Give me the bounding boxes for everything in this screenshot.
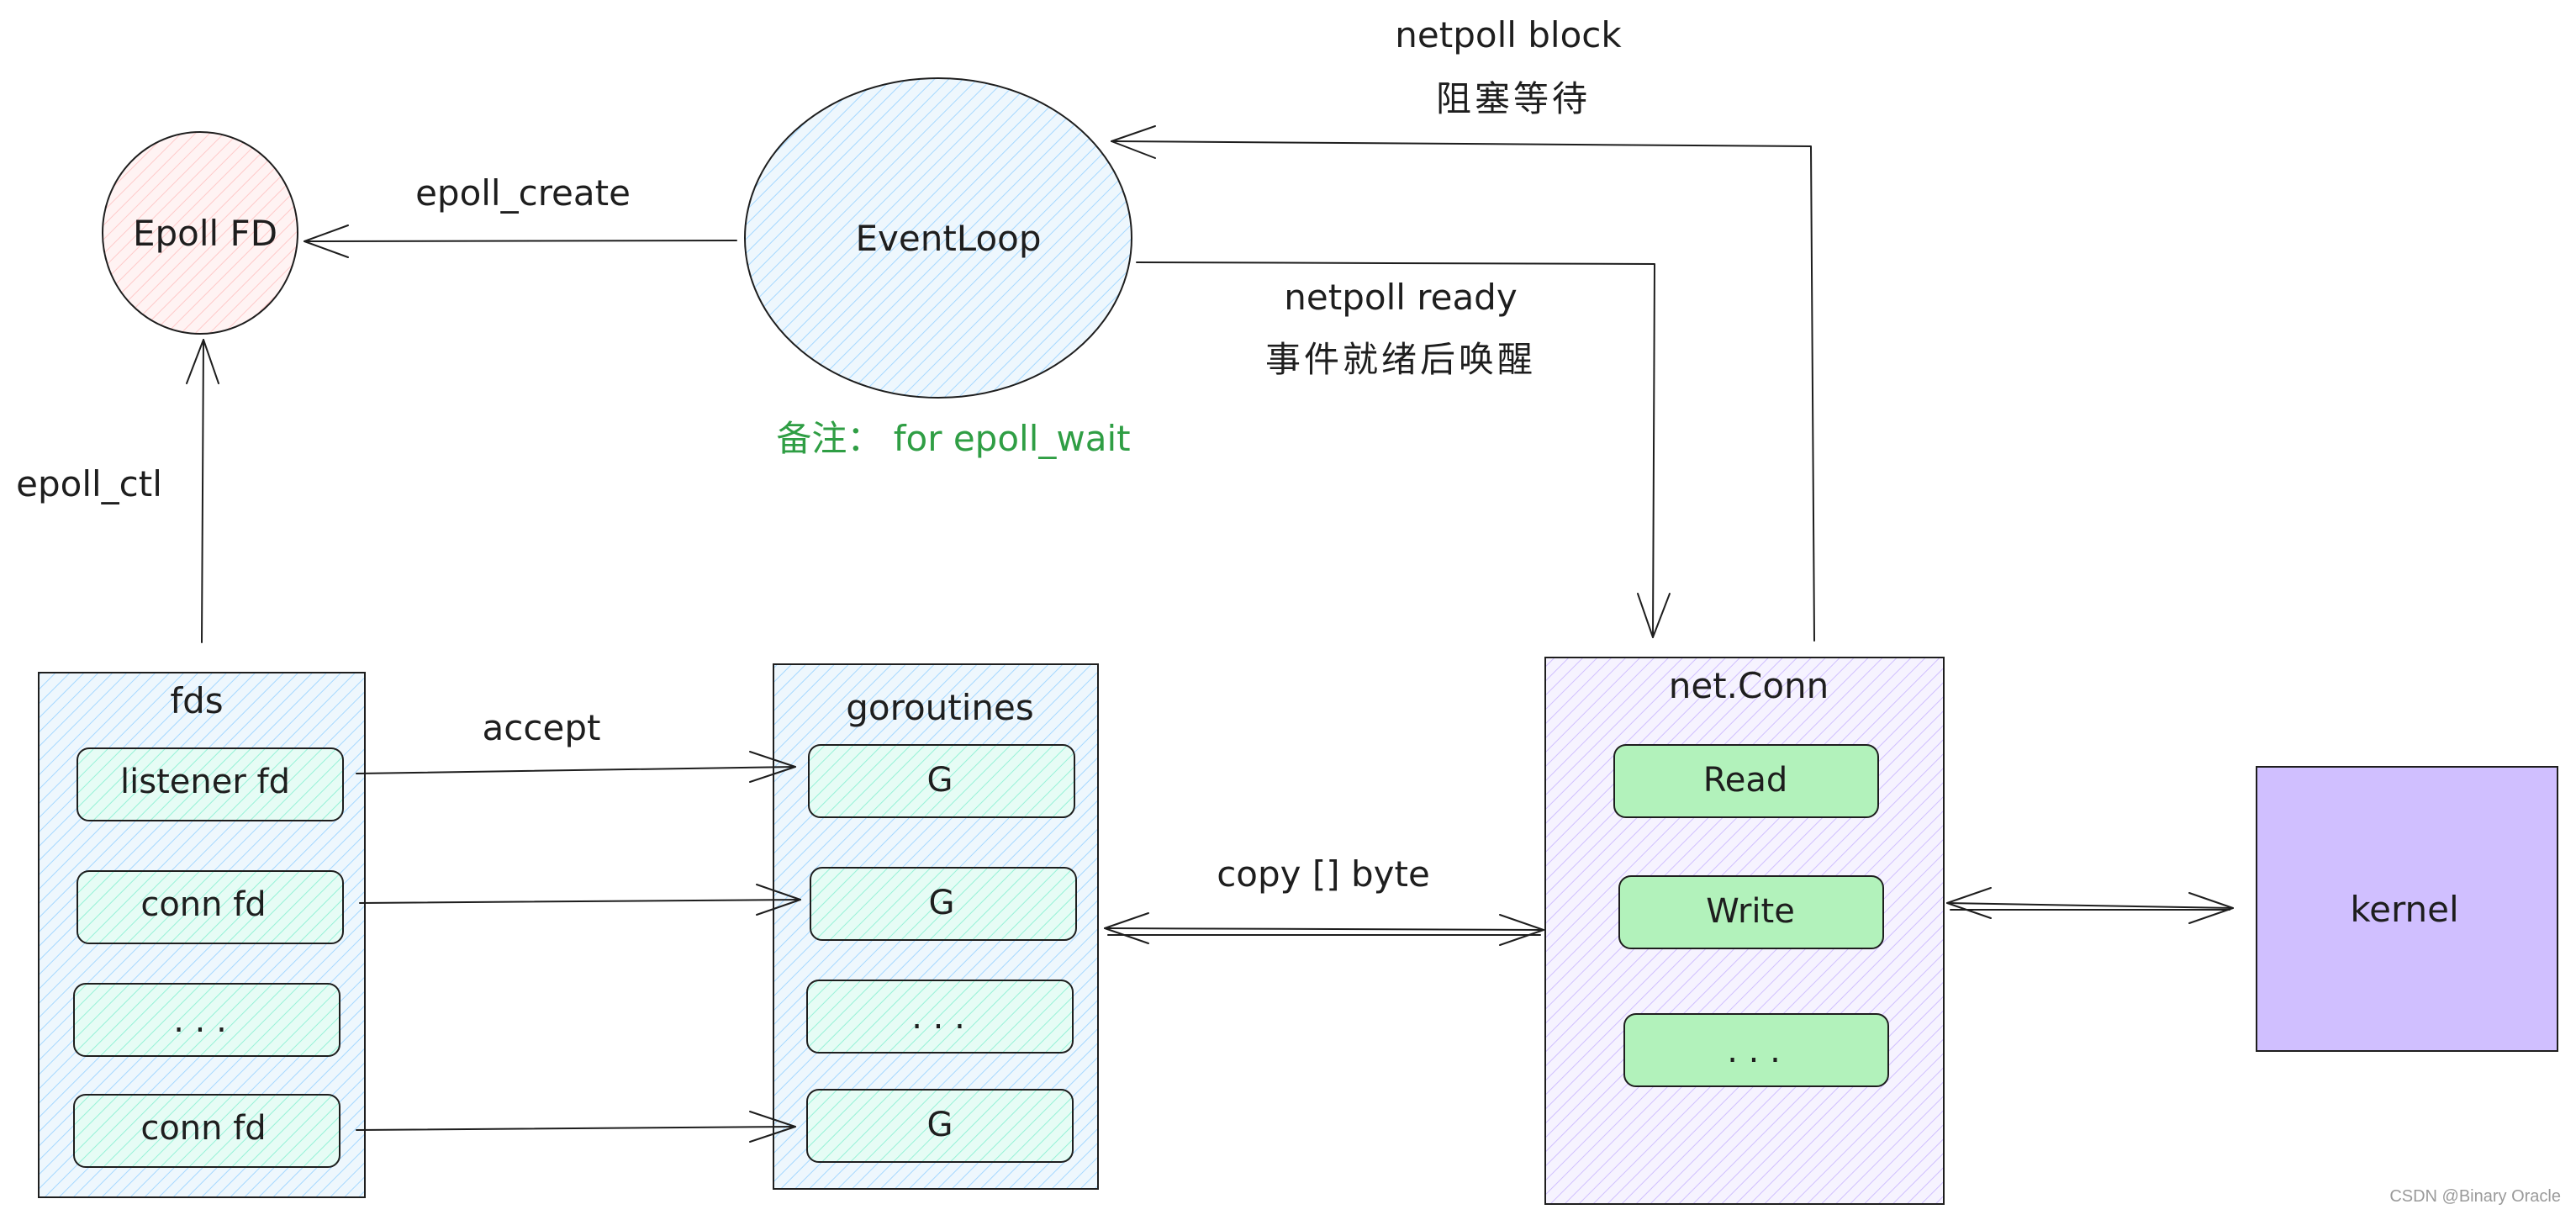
netconn-item-3-box — [1623, 1013, 1889, 1087]
fds-item-3-box — [73, 983, 340, 1057]
kernel-label: kernel — [2350, 889, 2459, 930]
fds-item-1-box — [77, 747, 344, 821]
netpoll-ready-arrow — [1136, 261, 1671, 638]
copy-byte-label: copy [] byte — [1217, 853, 1430, 895]
goroutine-item-2: G — [928, 884, 955, 922]
epoll-fd-circle — [102, 131, 298, 335]
epoll-ctl-label: epoll_ctl — [16, 463, 162, 504]
eventloop-circle — [744, 77, 1132, 399]
goroutine-item-3-box — [806, 980, 1074, 1054]
fds-item-4: conn fd — [140, 1109, 267, 1148]
goroutine-item-1-box — [808, 744, 1075, 818]
kernel-arrow — [1946, 887, 2234, 924]
epoll-fd-label: Epoll FD — [132, 213, 278, 254]
conn-fd-arrow-1 — [359, 884, 801, 916]
goroutine-item-4-box — [806, 1089, 1074, 1163]
fds-item-2-box — [77, 870, 344, 944]
watermark: CSDN @Binary Oracle — [2389, 1187, 2561, 1206]
epoll-create-label: epoll_create — [415, 172, 631, 214]
epoll-ctl-arrow — [186, 339, 219, 643]
goroutines-title: goroutines — [846, 687, 1034, 728]
goroutine-item-2-box — [810, 867, 1077, 941]
netconn-item-1: Read — [1702, 761, 1788, 800]
fds-item-4-box — [73, 1094, 340, 1168]
netconn-item-1-box — [1613, 744, 1879, 818]
netconn-item-2-box — [1618, 875, 1884, 949]
copy-byte-arrow — [1104, 912, 1544, 946]
netpoll-ready-label: netpoll ready — [1284, 277, 1518, 318]
netpoll-block-label: netpoll block — [1395, 14, 1622, 55]
netconn-item-2: Write — [1706, 892, 1795, 931]
netpoll-block-cn-label: 阻塞等待 — [1435, 78, 1592, 119]
fds-title: fds — [170, 680, 224, 721]
fds-item-3: . . . — [173, 1001, 227, 1040]
conn-fd-arrow-2 — [356, 1111, 796, 1143]
netpoll-ready-cn-label: 事件就绪后唤醒 — [1264, 339, 1537, 380]
kernel-box — [2256, 766, 2558, 1052]
goroutine-item-4: G — [926, 1106, 953, 1144]
fds-item-2: conn fd — [140, 885, 267, 924]
netpoll-block-arrow — [1111, 125, 1815, 642]
goroutine-item-3: . . . — [911, 998, 965, 1037]
accept-label: accept — [482, 707, 601, 748]
netconn-title: net.Conn — [1668, 665, 1829, 706]
accept-arrow — [356, 751, 796, 783]
fds-item-1: listener fd — [120, 763, 290, 801]
note-label: 备注： for epoll_wait — [776, 418, 1131, 459]
netconn-item-3: . . . — [1727, 1032, 1781, 1070]
goroutine-item-1: G — [926, 761, 953, 800]
epoll-create-arrow — [304, 224, 737, 258]
eventloop-label: EventLoop — [855, 218, 1042, 259]
